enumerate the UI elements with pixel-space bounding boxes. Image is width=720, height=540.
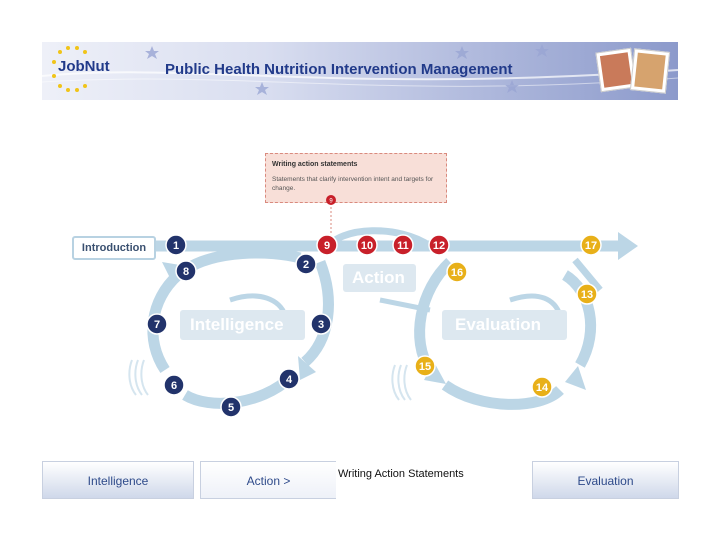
introduction-button[interactable]: Introduction (72, 236, 156, 260)
step-marker-3[interactable]: 3 (311, 314, 331, 334)
step-number: 3 (318, 319, 324, 331)
step-marker-15[interactable]: 15 (415, 356, 435, 376)
step-marker-2[interactable]: 2 (296, 254, 316, 274)
step-number: 9 (324, 240, 330, 252)
label-intelligence: Intelligence (190, 315, 284, 335)
step-number: 1 (173, 240, 179, 252)
step-number: 4 (286, 374, 293, 386)
step-marker-5[interactable]: 5 (221, 397, 241, 417)
step-number: 10 (361, 240, 373, 252)
step-number: 6 (171, 380, 177, 392)
step-marker-16[interactable]: 16 (447, 262, 467, 282)
step-marker-11[interactable]: 11 (393, 235, 413, 255)
step-marker-1[interactable]: 1 (166, 235, 186, 255)
step-number: 8 (183, 266, 189, 278)
step-marker-10[interactable]: 10 (357, 235, 377, 255)
step-number: 14 (536, 382, 549, 394)
step-marker-9[interactable]: 9 (317, 235, 337, 255)
step-marker-4[interactable]: 4 (279, 369, 299, 389)
step-number: 7 (154, 319, 160, 331)
step-number: 11 (397, 240, 409, 252)
step-marker-12[interactable]: 12 (429, 235, 449, 255)
step-marker-8[interactable]: 8 (176, 261, 196, 281)
step-marker-7[interactable]: 7 (147, 314, 167, 334)
label-action: Action (352, 268, 405, 288)
step-marker-17[interactable]: 17 (581, 235, 601, 255)
tab-intelligence[interactable]: Intelligence (42, 461, 194, 499)
step-number: 16 (451, 267, 463, 279)
step-number: 12 (433, 240, 445, 252)
label-evaluation: Evaluation (455, 315, 541, 335)
step-number: 13 (581, 289, 593, 301)
current-step-title: Writing Action Statements (338, 468, 464, 480)
step-number: 5 (228, 402, 234, 414)
tab-evaluation[interactable]: Evaluation (532, 461, 679, 499)
step-number: 17 (585, 240, 597, 252)
info-box-marker: 9 (326, 195, 336, 205)
step-marker-6[interactable]: 6 (164, 375, 184, 395)
step-marker-13[interactable]: 13 (577, 284, 597, 304)
tab-action[interactable]: Action > (200, 461, 336, 499)
step-marker-14[interactable]: 14 (532, 377, 552, 397)
step-number: 15 (419, 361, 431, 373)
step-number: 2 (303, 259, 309, 271)
